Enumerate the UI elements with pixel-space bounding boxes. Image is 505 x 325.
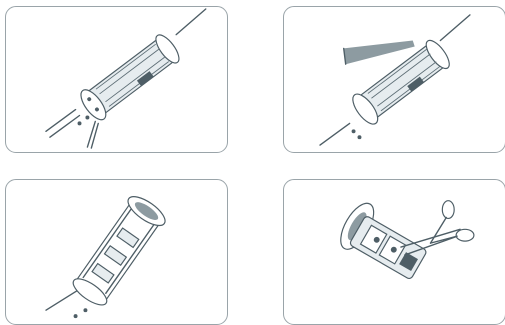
step-panel-2 <box>283 6 505 153</box>
scissors-cut-connector-icon <box>284 180 505 324</box>
cable-connector-open-housing-icon <box>6 180 227 324</box>
step-panel-1 <box>5 6 228 153</box>
step-panel-4 <box>283 179 505 325</box>
step-panel-3 <box>5 179 228 325</box>
cable-connector-cutter-icon <box>284 7 505 152</box>
cable-connector-screwdriver-icon <box>6 7 227 152</box>
